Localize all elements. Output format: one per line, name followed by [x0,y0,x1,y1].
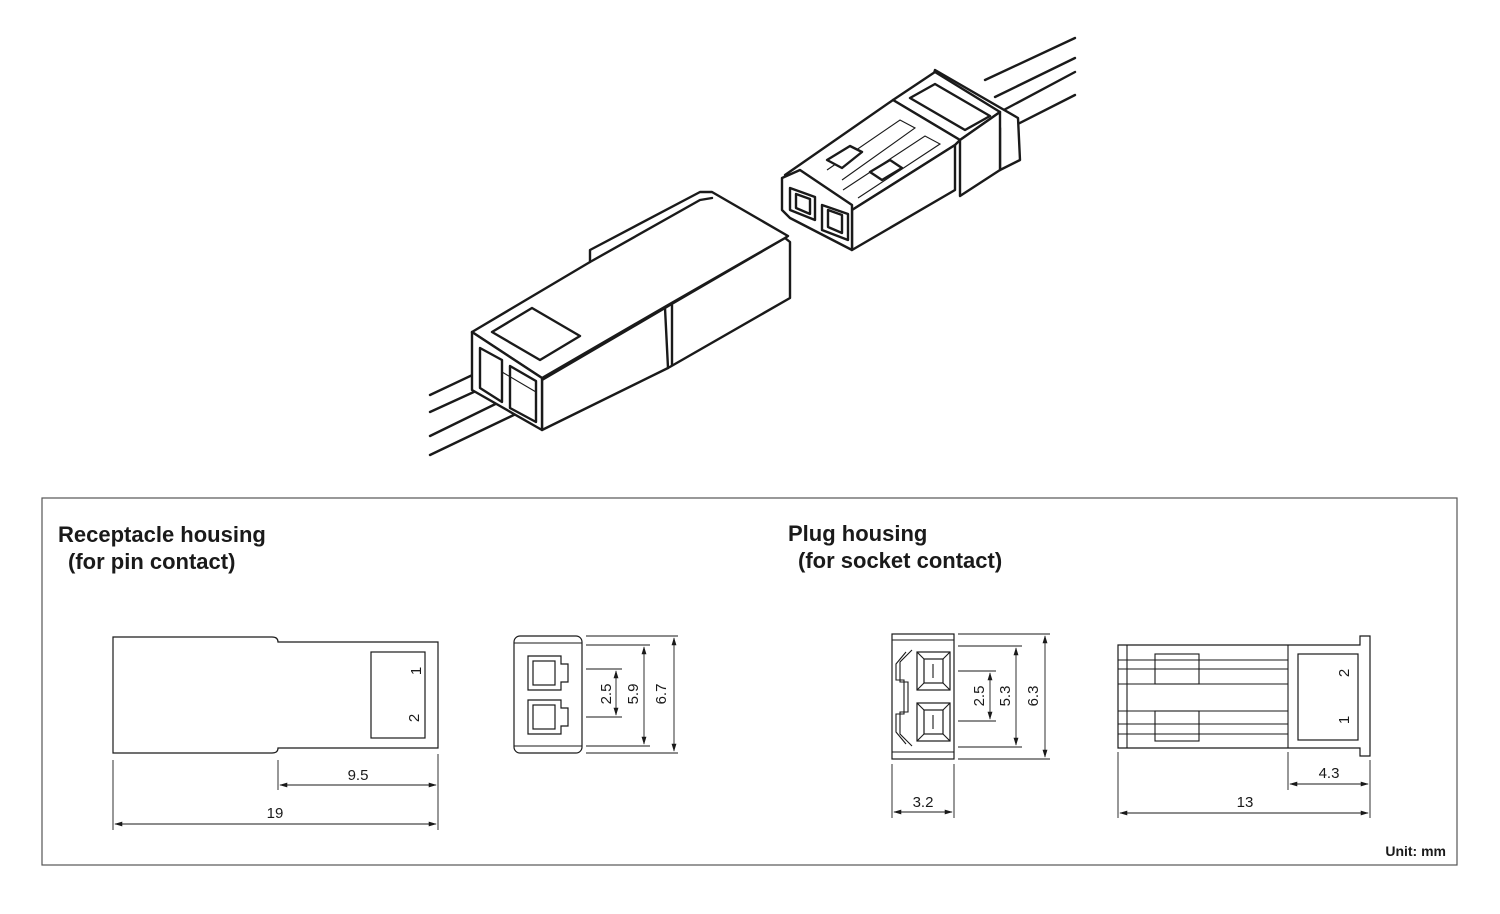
receptacle-dim-9-5: 9.5 [348,767,369,784]
plug-side-view: 2 1 4.3 13 [1117,635,1371,818]
unit-label: Unit: mm [1385,843,1446,859]
receptacle-side-view: 1 2 9.5 19 [112,636,439,830]
receptacle-dim-6-7: 6.7 [653,684,670,705]
receptacle-dim-5-9: 5.9 [625,684,642,705]
receptacle-pin-1-label: 1 [408,667,425,675]
receptacle-front-view: 2.5 5.9 6.7 [513,635,678,754]
plug-dim-3-2: 3.2 [913,794,934,811]
plug-dim-6-3: 6.3 [1025,686,1042,707]
plug-dim-5-3: 5.3 [997,686,1014,707]
plug-pin-1-label: 1 [1336,716,1353,724]
receptacle-subtitle: (for pin contact) [68,549,235,574]
plug-title: Plug housing [788,521,927,546]
plug-dim-13: 13 [1237,794,1254,811]
plug-pin-2-label: 2 [1336,669,1353,677]
receptacle-pin-2-label: 2 [406,714,423,722]
plug-dim-2-5: 2.5 [971,686,988,707]
plug-front-view: 2.5 5.3 6.3 3.2 [891,633,1050,818]
plug-wires [983,36,1077,130]
isometric-illustration [428,36,1077,457]
plug-dim-4-3: 4.3 [1319,765,1340,782]
drawing-frame [41,497,1458,866]
plug-subtitle: (for socket contact) [798,548,1002,573]
receptacle-dim-2-5: 2.5 [598,684,615,705]
receptacle-title: Receptacle housing [58,522,266,547]
receptacle-housing-3d [470,190,792,432]
plug-housing-3d [780,68,1022,252]
receptacle-dim-19: 19 [267,805,284,822]
